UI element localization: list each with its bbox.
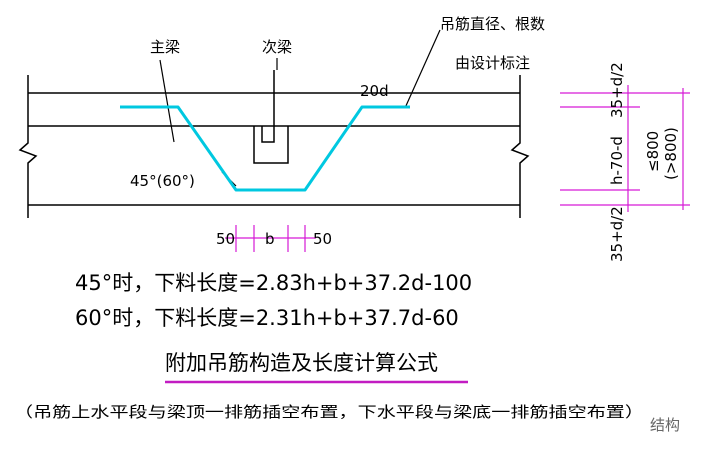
anchor-length-label: 20d — [360, 82, 389, 100]
secondary-beam-label: 次梁 — [262, 38, 292, 56]
vdim-top-text: 35+d/2 — [608, 62, 626, 118]
formula-60: 60°时，下料长度=2.31h+b+37.7d-60 — [75, 306, 459, 330]
hanger-rebar — [120, 105, 410, 192]
layout-note: （吊筋上水平段与梁顶一排筋插空布置，下水平段与梁底一排筋插空布置） — [14, 403, 644, 421]
watermark-text: 结构 — [650, 416, 680, 434]
dim-left-50: 50 — [216, 230, 235, 248]
main-beam-label: 主梁 — [150, 38, 180, 56]
formula-45: 45°时，下料长度=2.83h+b+37.2d-100 — [75, 271, 472, 295]
angle-label: 45°(60°) — [130, 172, 195, 190]
vdim-bottom-text: 35+d/2 — [608, 206, 626, 262]
secondary-beam-section — [253, 70, 289, 164]
horizontal-dimension — [225, 225, 316, 252]
vertical-dimension — [560, 85, 690, 212]
range-le-800: ≤800 — [644, 131, 662, 172]
vdim-middle-text: h-70-d — [608, 136, 626, 185]
diagram-title: 附加吊筋构造及长度计算公式 — [165, 351, 438, 375]
note-label-line1: 吊筋直径、根数 — [440, 15, 545, 33]
dim-b: b — [265, 230, 275, 248]
range-gt-800: (>800) — [662, 127, 680, 180]
dim-right-50: 50 — [313, 230, 332, 248]
note-label-line2: 由设计标注 — [455, 54, 530, 72]
